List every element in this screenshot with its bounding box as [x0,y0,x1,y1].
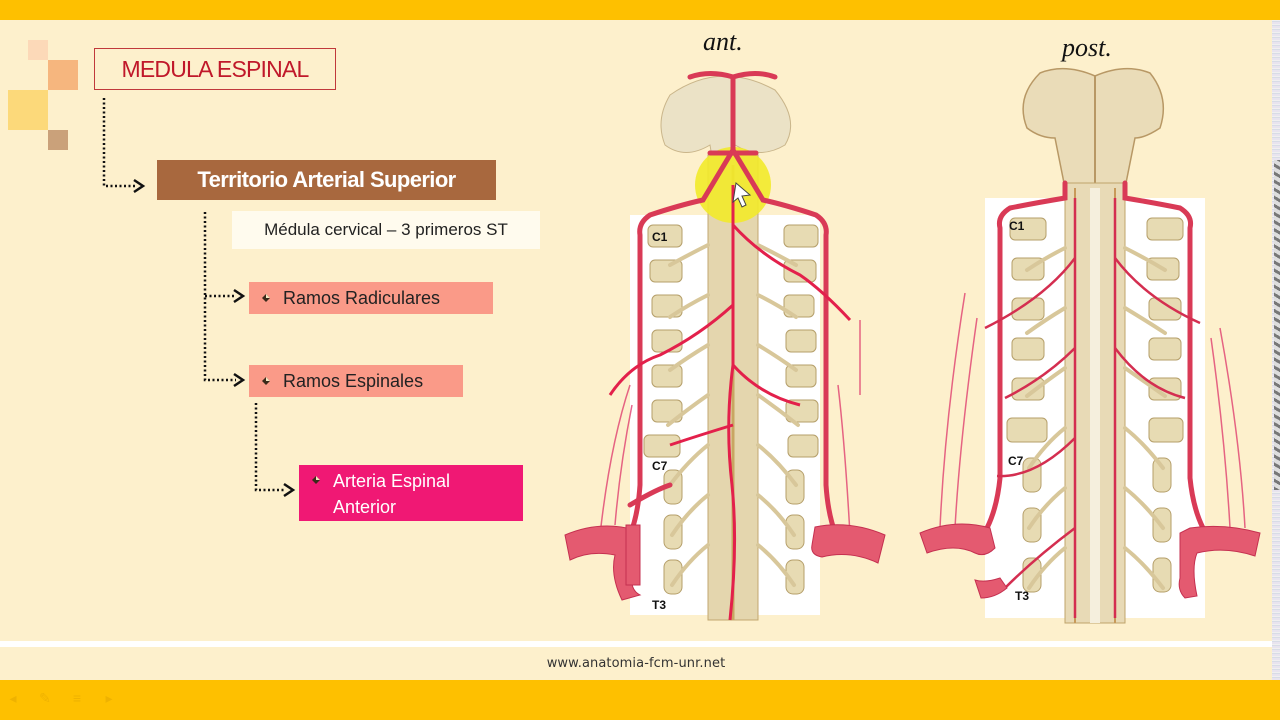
decor-square-1 [28,40,48,60]
diamond-bullet-icon [262,294,270,302]
sub-item-line-1: Arteria Espinal [333,471,451,491]
anterior-spinal-cord-illustration [564,71,886,621]
next-slide-icon[interactable]: ▸ [105,690,113,706]
item-ramos-radiculares: Ramos Radiculares [249,282,493,314]
decor-square-4 [48,130,68,150]
slide-footer: www.anatomia-fcm-unr.net [0,647,1272,680]
posterior-level-c1: C1 [1009,219,1025,233]
menu-icon[interactable]: ≡ [72,690,82,706]
anterior-level-c1: C1 [652,230,668,244]
previous-slide-icon[interactable]: ◂ [9,690,17,706]
top-bar [0,0,1280,20]
posterior-level-c7: C7 [1008,454,1024,468]
posterior-spinal-cord-illustration [919,67,1261,624]
item-label: Ramos Radiculares [283,287,441,308]
diamond-bullet-icon [312,476,320,484]
posterior-level-t3: T3 [1015,589,1030,603]
footer-url: www.anatomia-fcm-unr.net [546,656,726,671]
territory-heading-text: Territorio Arterial Superior [197,167,456,192]
window-edge-artifact [1274,160,1280,490]
diamond-bullet-icon [262,377,270,385]
anterior-level-t3: T3 [652,598,667,612]
item-label: Ramos Espinales [283,370,424,391]
decor-square-3 [8,90,48,130]
slide-title-text: MEDULA ESPINAL [121,55,310,82]
posterior-view-label: post. [1062,33,1112,62]
item-ramos-espinales: Ramos Espinales [249,365,463,397]
sub-item-line-2: Anterior [333,497,397,517]
pen-icon[interactable]: ✎ [39,690,51,706]
region-note: Médula cervical – 3 primeros ST [232,211,540,249]
region-note-text: Médula cervical – 3 primeros ST [264,220,508,239]
territory-heading: Territorio Arterial Superior [157,160,496,200]
bottom-bar [0,680,1280,720]
anterior-level-c7: C7 [652,459,668,473]
presenter-controls: ◂ ✎ ≡ ▸ [6,690,116,707]
decor-square-2 [48,60,78,90]
anterior-view-label: ant. [703,27,743,56]
slide-title: MEDULA ESPINAL [94,48,336,90]
footer-divider [0,641,1272,647]
